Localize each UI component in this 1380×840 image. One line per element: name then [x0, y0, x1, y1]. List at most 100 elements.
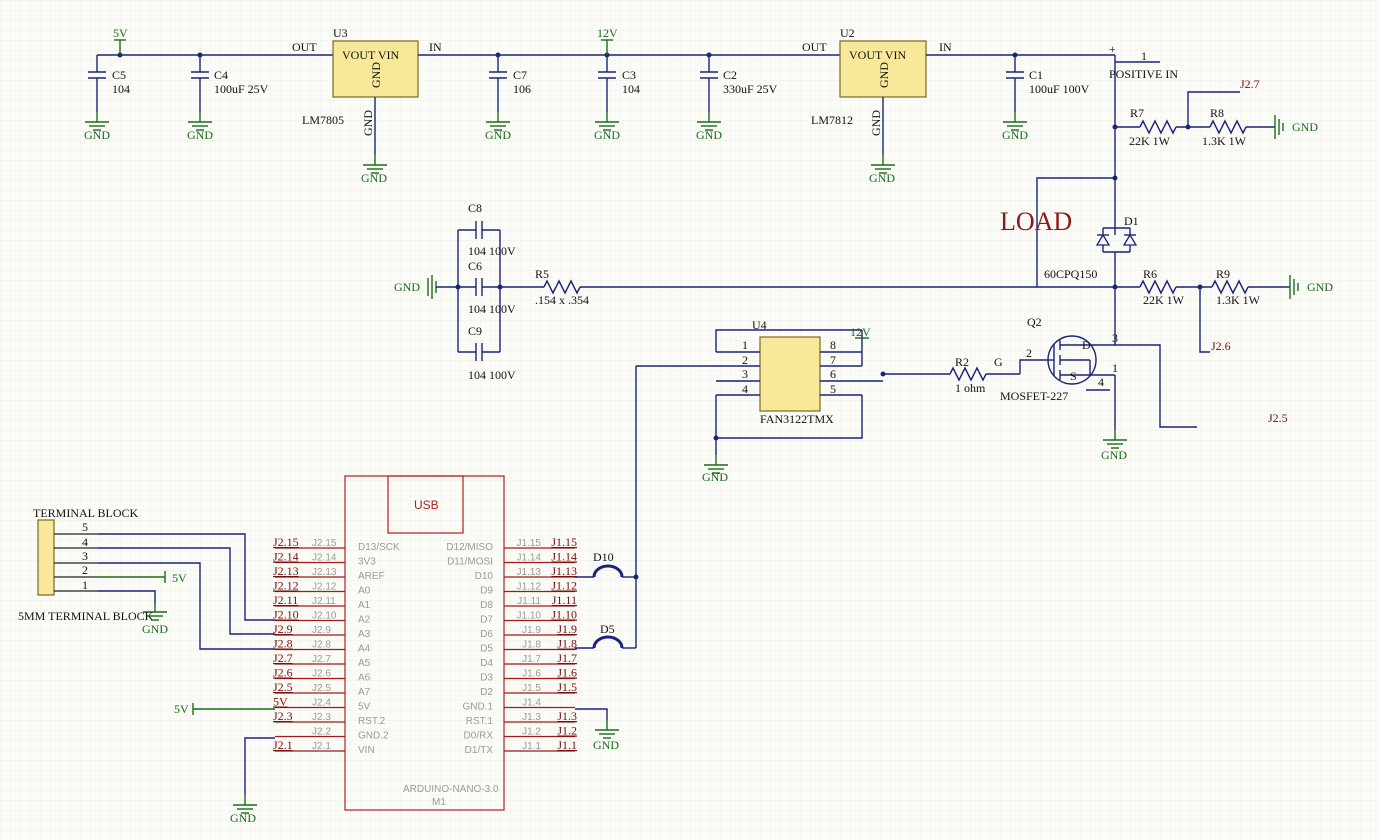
pin-number: J1.12: [551, 579, 577, 593]
r9-value: 1.3K 1W: [1216, 293, 1261, 307]
pin-inner-label: J1.1: [522, 741, 541, 752]
pin-function: D3: [480, 673, 493, 684]
nano-right-pin[interactable]: J1.9J1.9D6: [480, 622, 577, 640]
u3-gnd-pin: GND: [369, 62, 383, 88]
pin-inner-label: J2.5: [312, 683, 331, 694]
nano-gnd-right: GND: [593, 738, 619, 752]
pin-inner-label: J1.4: [522, 698, 541, 709]
snubber-section: GND C8 104 100V C6 104 100V C9: [394, 201, 589, 382]
resistor-r5[interactable]: R5 .154 x .354: [500, 267, 589, 307]
u3-ref: U3: [333, 26, 348, 40]
pin-inner-label: J1.9: [522, 625, 541, 636]
capacitor-c8[interactable]: C8 104 100V: [458, 201, 516, 258]
pin-function: A3: [358, 629, 371, 640]
jumper-d10[interactable]: D10: [575, 550, 636, 578]
u4-ref: U4: [752, 318, 767, 332]
pin-number: J1.11: [552, 593, 577, 607]
r7-ref: R7: [1130, 106, 1144, 120]
usb-label: USB: [414, 498, 439, 512]
resistor-r7[interactable]: R7 22K 1W: [1115, 106, 1210, 148]
snubber-gnd: GND: [394, 280, 420, 294]
pin-function: GND.1: [462, 702, 493, 713]
terminal-gnd: GND: [142, 622, 168, 636]
capacitor-c2[interactable]: C2 330uF 25V GND: [696, 55, 778, 142]
pin-number: J1.2: [557, 724, 577, 738]
capacitor-c4[interactable]: C4 100uF 25V GND: [187, 52, 269, 143]
nano-right-pin[interactable]: J1.7J1.7D4: [480, 651, 577, 669]
pin-function: GND.2: [358, 731, 389, 742]
u2-out-label: OUT: [802, 40, 827, 54]
diode-d1[interactable]: D1 60CPQ150: [1044, 214, 1139, 287]
u4-pin8: 8: [830, 338, 836, 352]
pin-function: A1: [358, 600, 371, 611]
regulator-u3[interactable]: U3 VOUT VIN GND GND GND LM7805: [302, 26, 419, 185]
u4-pin5: 5: [830, 382, 836, 396]
capacitor-c1[interactable]: C1 100uF 100V GND: [1002, 55, 1090, 142]
r2-ref: R2: [955, 355, 969, 369]
regulator-u2[interactable]: U2 VOUT VIN GND GND GND LM7812: [811, 26, 927, 185]
q2-source: S: [1070, 369, 1077, 383]
nano-ref: M1: [432, 797, 446, 808]
nano-right-pin[interactable]: J1.5J1.5D2: [480, 680, 577, 698]
resistor-r9[interactable]: R9 1.3K 1W: [1211, 267, 1290, 307]
terminal-block[interactable]: TERMINAL BLOCK 5MM TERMINAL BLOCK 5 4 3 …: [18, 506, 154, 623]
pin-inner-label: J1.11: [517, 596, 541, 607]
pin-inner-label: J2.1: [312, 741, 331, 752]
c9-ref: C9: [468, 324, 482, 338]
c5-value: 104: [112, 82, 130, 96]
resistor-r6[interactable]: R6 22K 1W: [1139, 267, 1212, 307]
pin-function: RST.2: [358, 716, 386, 727]
nano-right-pin[interactable]: J1.8J1.8D5: [480, 637, 577, 655]
nano-part: ARDUINO-NANO-3.0: [403, 784, 499, 795]
u4-gnd: GND: [702, 470, 728, 484]
resistor-r2[interactable]: R2 1 ohm G: [949, 355, 1020, 395]
capacitor-c3[interactable]: C3 104 GND: [594, 55, 640, 142]
nano-right-pin[interactable]: J1.6J1.6D3: [480, 666, 577, 684]
pin-function: A2: [358, 615, 371, 626]
pin-function: 3V3: [358, 557, 376, 568]
c4-ref: C4: [214, 68, 228, 82]
mosfet-q2[interactable]: Q2 2 3 1 4 D S MOSFET-227: [1000, 315, 1118, 430]
jumper-d5[interactable]: D5: [575, 622, 636, 649]
pin-inner-label: J1.2: [522, 727, 541, 738]
ground-r8: [1274, 115, 1284, 139]
nano-right-pin[interactable]: J1.4 GND.1: [462, 698, 575, 713]
capacitor-c6[interactable]: C6 104 100V: [458, 259, 516, 316]
capacitor-c5[interactable]: C5 104 GND: [84, 54, 130, 142]
capacitor-c9[interactable]: C9 104 100V: [458, 324, 516, 382]
positive-in-label: POSITIVE IN: [1109, 67, 1178, 81]
q2-gnd: GND: [1101, 448, 1127, 462]
pin-inner-label: J1.3: [522, 712, 541, 723]
capacitor-c7[interactable]: C7 106 GND: [485, 55, 531, 142]
nano-right-pin[interactable]: J1.1J1.1D1/TX: [465, 738, 577, 756]
nano-right-pin[interactable]: J1.2J1.2D0/RX: [464, 724, 577, 742]
gate-driver-u4[interactable]: U4 FAN3122TMX 1 2 3 4 8 7 6 5: [716, 318, 883, 426]
positive-in-pin: 1: [1141, 49, 1147, 63]
resistor-r8[interactable]: R8 1.3K 1W: [1202, 106, 1275, 148]
